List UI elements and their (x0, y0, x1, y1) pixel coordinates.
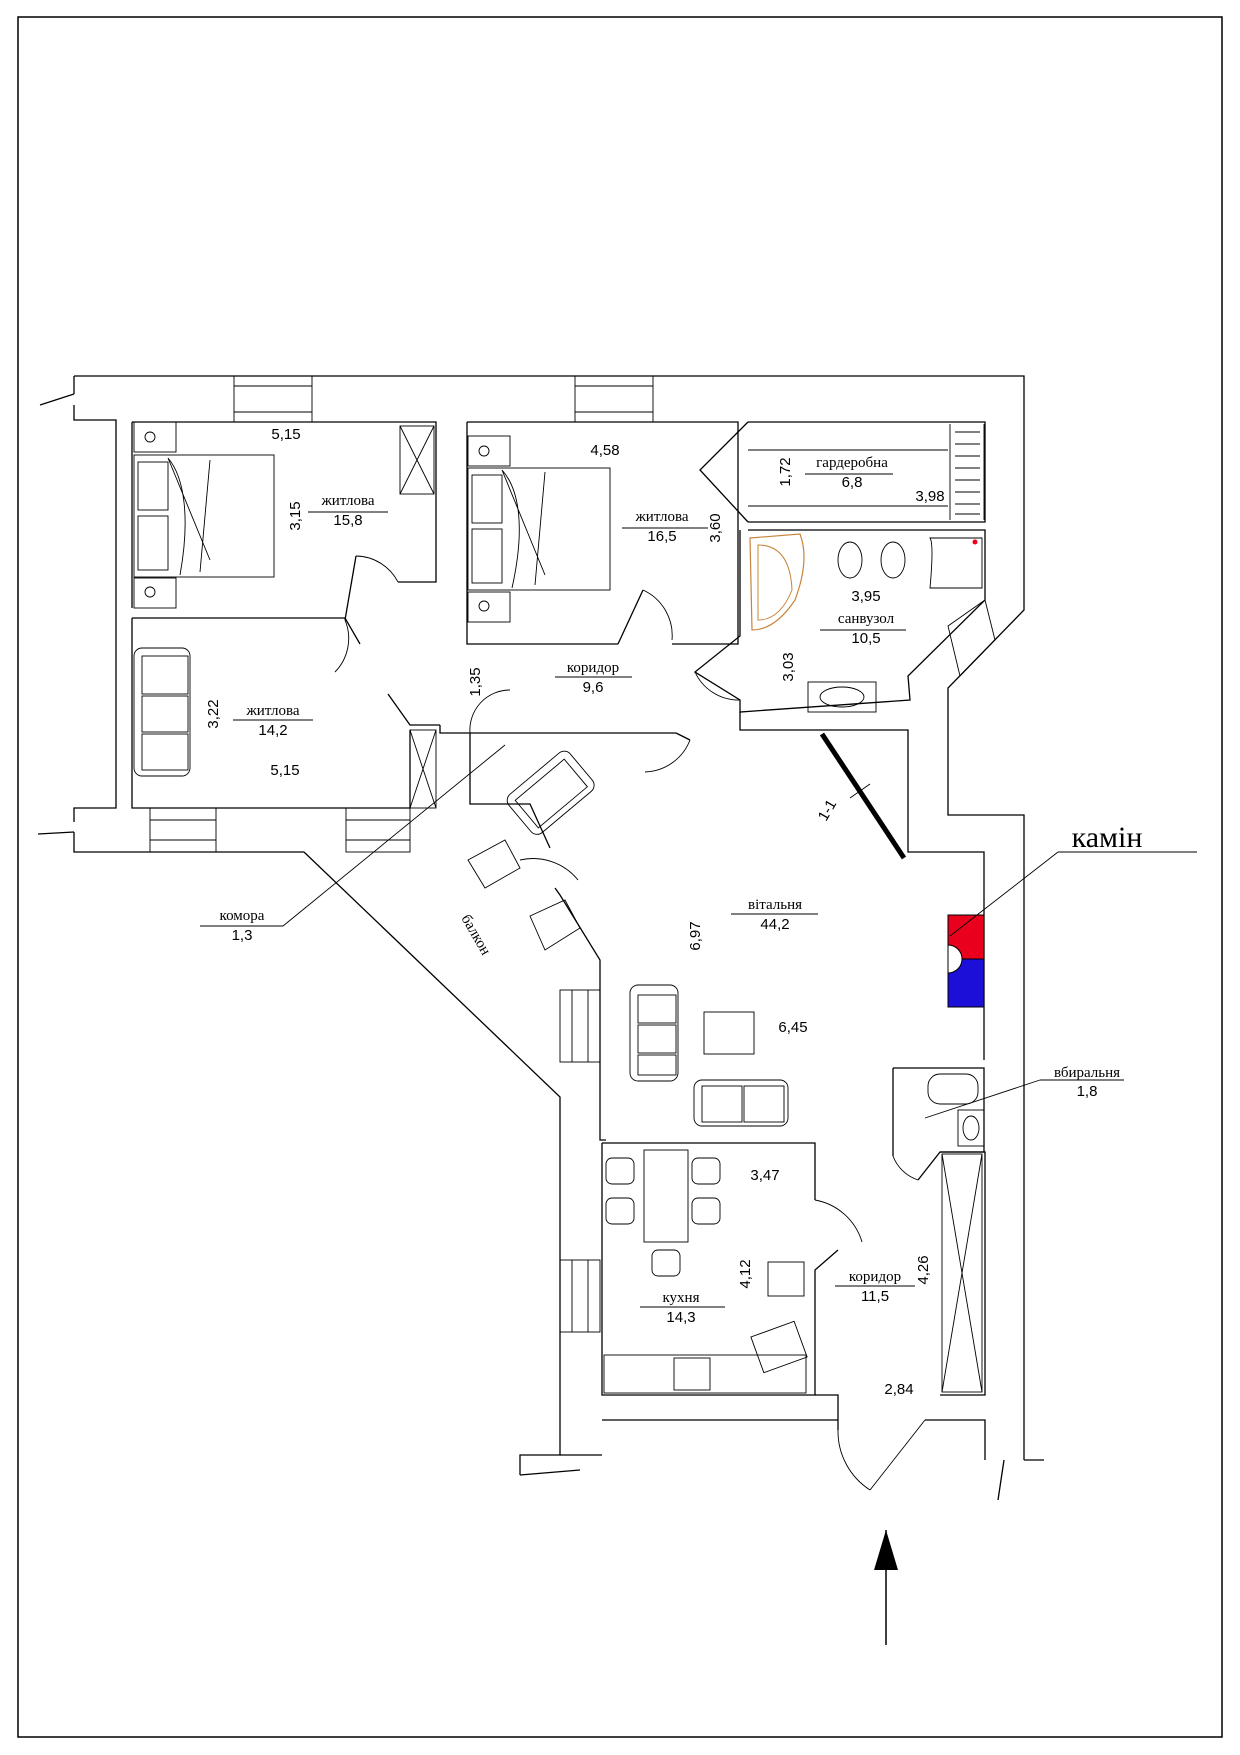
windows (149, 375, 996, 1333)
washbasin (807, 681, 877, 713)
coffee-table (703, 1011, 755, 1055)
window (559, 989, 601, 1063)
window (574, 375, 654, 423)
window (149, 807, 217, 853)
dim-corridor2-height: 4,26 (915, 1255, 932, 1284)
room-area-corridor2: 11,5 (861, 1288, 889, 1305)
balcony-door (529, 899, 581, 951)
dim-bathroom-width: 3,95 (851, 588, 880, 605)
dim-living-height: 6,97 (687, 921, 704, 950)
room-area-bedroom1: 15,8 (333, 512, 362, 529)
room-area-toilet: 1,8 (1077, 1083, 1098, 1100)
corridor-wardrobe (941, 1153, 983, 1393)
dim-bedroom3-width: 5,15 (270, 762, 299, 779)
sofa (629, 984, 679, 1082)
drawing-frame (17, 16, 1223, 1738)
shower (929, 537, 983, 589)
sofa (693, 1079, 789, 1127)
bidet-icon (880, 541, 906, 579)
room-area-corridor1: 9,6 (583, 679, 604, 696)
window (559, 1259, 601, 1333)
dim-bathroom-height: 3,03 (780, 652, 797, 681)
room-name-storage: комора (220, 908, 265, 924)
interior-walls (131, 421, 986, 1460)
dim-bedroom3-height: 3,22 (205, 699, 222, 728)
dining-table (643, 1149, 689, 1243)
dim-living-width: 6,45 (778, 1019, 807, 1036)
bed (133, 421, 275, 609)
outer-walls (37, 375, 1044, 1501)
room-area-living: 44,2 (760, 916, 789, 933)
room-area-bedroom3: 14,2 (258, 722, 287, 739)
room-name-corridor1: коридор (567, 660, 619, 676)
dim-wardrobe-height: 1,72 (777, 457, 794, 486)
leader-lines (200, 744, 1197, 1119)
window (233, 375, 313, 423)
room-area-kitchen: 14,3 (666, 1309, 695, 1326)
dim-corridor2-width: 2,84 (884, 1381, 913, 1398)
room-area-bathroom: 10,5 (851, 630, 880, 647)
room-name-balcony: балкон (458, 912, 494, 958)
bed (467, 435, 611, 623)
room-name-bathroom: санвузол (838, 611, 895, 627)
balcony-door (467, 839, 521, 889)
window (947, 599, 996, 677)
room-name-bedroom3: житлова (245, 703, 299, 719)
room-area-storage: 1,3 (232, 927, 253, 944)
dim-corridor1: 1,35 (467, 667, 484, 696)
bathtub (749, 533, 805, 631)
dim-wardrobe-width: 3,98 (915, 488, 944, 505)
room-name-corridor2: коридор (849, 1269, 901, 1285)
north-arrow-icon (874, 1530, 898, 1645)
fireplace-label: камін (1072, 821, 1143, 854)
room-name-kitchen: кухня (662, 1290, 699, 1306)
dim-kitchen-width: 3,47 (750, 1167, 779, 1184)
window (345, 807, 411, 853)
cabinet (399, 425, 435, 495)
dim-bedroom1-height: 3,15 (287, 501, 304, 530)
fireplace (947, 914, 985, 1008)
washbasin (957, 1109, 985, 1147)
fridge (767, 1261, 805, 1297)
stove-icon (673, 1357, 711, 1391)
room-name-bedroom1: житлова (320, 493, 374, 509)
label-underlines (233, 473, 915, 1308)
room-area-bedroom2: 16,5 (647, 528, 676, 545)
dim-bedroom2-width: 4,58 (590, 442, 619, 459)
chairs (605, 1157, 721, 1277)
section-line (819, 732, 907, 860)
toilet-icon (837, 541, 863, 579)
dim-bedroom2-height: 3,60 (707, 513, 724, 542)
dim-bedroom1-width: 5,15 (271, 426, 300, 443)
room-name-toilet: вбиральня (1054, 1065, 1120, 1081)
sofa (506, 750, 595, 835)
sofa (133, 647, 191, 777)
room-name-living: вітальня (748, 897, 802, 913)
section-mark: 1-1 (815, 797, 841, 824)
door-swings (334, 555, 926, 1491)
storage-cabinet (409, 729, 437, 809)
counter (603, 1354, 807, 1394)
room-name-wardrobe: гардеробна (816, 455, 888, 471)
sink-icon (750, 1320, 808, 1374)
wardrobe-shelves (748, 424, 985, 520)
toilet-icon (927, 1073, 979, 1105)
room-area-wardrobe: 6,8 (842, 474, 863, 491)
room-name-bedroom2: житлова (634, 509, 688, 525)
dim-kitchen-height: 4,12 (737, 1259, 754, 1288)
